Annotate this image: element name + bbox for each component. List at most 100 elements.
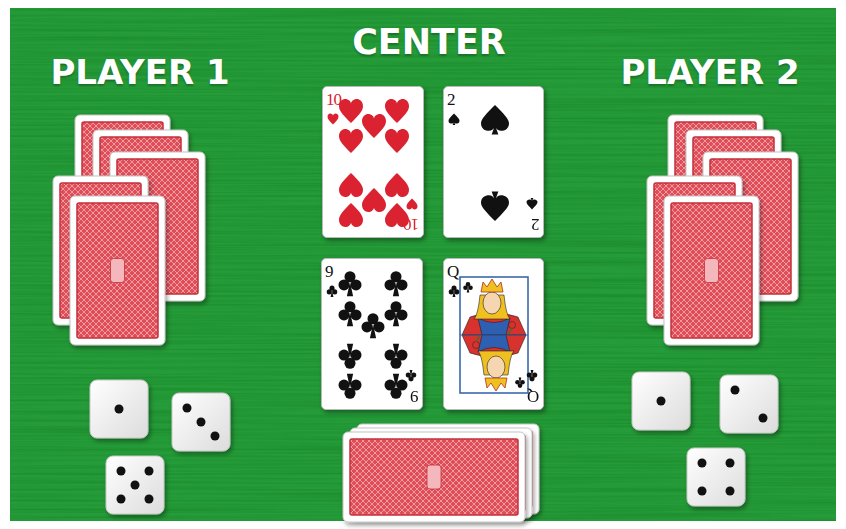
- table-art: [350, 428, 532, 518]
- table-art: [519, 378, 522, 384]
- heart-pip: [407, 199, 418, 210]
- table-art: [515, 380, 520, 385]
- table-art: [385, 129, 409, 153]
- card-rank: 9: [325, 263, 333, 280]
- table-art: [350, 309, 361, 320]
- table-art: [410, 370, 413, 377]
- card-face: [444, 259, 543, 409]
- card-rank: 10: [326, 91, 341, 108]
- die-pip: [117, 467, 126, 476]
- table-art: [343, 432, 525, 522]
- die-pip: [759, 414, 768, 423]
- heart-pip: [339, 173, 363, 197]
- table-art: [328, 114, 339, 125]
- spade-pip: [481, 192, 509, 221]
- die-pip: [131, 481, 140, 490]
- card-back: [350, 428, 532, 518]
- club-pip: [338, 301, 361, 326]
- table-art: [687, 448, 745, 506]
- table-art: [527, 373, 532, 378]
- table-art: [70, 196, 165, 345]
- club-pip: [384, 374, 407, 399]
- club-pip: [338, 374, 361, 399]
- table-art: [467, 287, 470, 293]
- table-art: [393, 282, 399, 296]
- table-art: [462, 335, 526, 391]
- table-art: [339, 173, 363, 197]
- die-pip: [145, 495, 154, 504]
- die-pip: [117, 495, 126, 504]
- table-art: [481, 192, 509, 221]
- table-art: [481, 279, 503, 292]
- club-pip: [463, 282, 473, 292]
- table-art: [453, 290, 456, 297]
- card-rank: 9: [411, 388, 419, 405]
- table-art: [527, 198, 538, 210]
- table-art: [481, 105, 509, 134]
- queen-portrait: [460, 277, 528, 393]
- club-pip: [384, 271, 407, 296]
- heart-pip: [339, 203, 363, 227]
- card-face: [444, 87, 543, 237]
- table-art: [705, 259, 719, 283]
- club-pip: [384, 301, 407, 326]
- heart-pip: [385, 99, 409, 123]
- card-rank: 2: [532, 216, 540, 233]
- table-art: [384, 279, 395, 290]
- table-art: [664, 196, 759, 345]
- table-art: [531, 370, 534, 377]
- table-art: [347, 282, 353, 296]
- table-art: [478, 318, 510, 335]
- die-pip: [145, 467, 154, 476]
- table-art: [384, 380, 395, 391]
- table-art: [373, 321, 384, 332]
- table-art: [720, 375, 778, 433]
- card-back: [70, 196, 165, 345]
- table-art: [485, 378, 507, 391]
- card-face: [322, 259, 422, 409]
- die-pip: [731, 386, 740, 395]
- table-felt: [10, 8, 836, 521]
- club-pip: [327, 286, 338, 297]
- table-art: [632, 372, 690, 430]
- table-art: [338, 350, 349, 361]
- heart-pip: [385, 173, 409, 197]
- table-art: [77, 203, 158, 338]
- table-art: [338, 380, 349, 391]
- spade-pip: [527, 198, 538, 210]
- table-art: [350, 350, 361, 361]
- table-art: [362, 114, 386, 138]
- die-pip: [726, 487, 735, 496]
- table-art: [111, 259, 125, 283]
- heart-pip: [339, 99, 363, 123]
- die: [687, 448, 745, 506]
- playing-card: 22: [443, 86, 544, 238]
- table-art: [407, 199, 418, 210]
- table-art: [338, 309, 349, 320]
- area-heading: PLAYER 2: [620, 55, 799, 89]
- spade-pip: [481, 105, 509, 134]
- club-pip: [449, 286, 460, 297]
- table-art: [483, 292, 501, 314]
- club-pip: [338, 344, 361, 369]
- table-art: [332, 289, 337, 294]
- die-pip: [657, 397, 666, 406]
- felt-texture: [10, 8, 836, 521]
- die-pip: [698, 487, 707, 496]
- die: [172, 393, 230, 451]
- playing-card: QQ: [443, 258, 544, 410]
- die-pip: [726, 459, 735, 468]
- table-art: [411, 373, 416, 378]
- table-art: [347, 344, 353, 358]
- table-art: [338, 279, 349, 290]
- table-art: [509, 322, 516, 329]
- card-rank: 10: [404, 216, 419, 233]
- table-art: [508, 328, 512, 335]
- table-art: [520, 380, 525, 385]
- table-art: [463, 286, 468, 291]
- table-art: [396, 279, 407, 290]
- table-art: [478, 335, 510, 352]
- playing-card: 99: [321, 258, 423, 410]
- table-art: [449, 114, 460, 126]
